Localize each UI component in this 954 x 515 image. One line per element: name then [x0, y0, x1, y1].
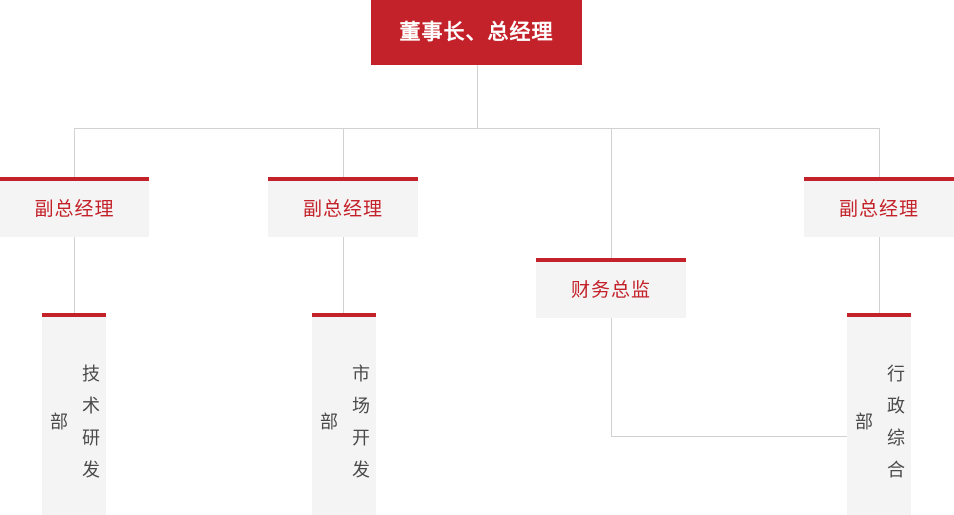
node-dept-3-text-wrap: 行政综合部 [847, 317, 911, 503]
node-dept-3[interactable]: 行政综合部 [847, 313, 911, 515]
node-dept-2-label: 市场开发部 [318, 364, 370, 492]
node-executive[interactable]: 董事长、总经理 [371, 0, 582, 65]
node-cfo-label: 财务总监 [570, 279, 651, 301]
node-deputy-1[interactable]: 副总经理 [0, 177, 149, 237]
node-dept-3-label: 行政综合部 [853, 364, 905, 492]
connector-drop-deputy-1 [74, 128, 75, 177]
connector-drop-cfo [611, 128, 612, 258]
node-dept-2[interactable]: 市场开发部 [312, 313, 376, 515]
node-dept-2-text-wrap: 市场开发部 [312, 317, 376, 503]
node-dept-1-label: 技术研发部 [48, 364, 100, 492]
node-deputy-2-label: 副总经理 [302, 198, 383, 220]
node-dept-1-text-wrap: 技术研发部 [42, 317, 106, 503]
connector-cfo-down [611, 318, 612, 436]
connector-drop-dept-1 [74, 237, 75, 314]
node-dept-1[interactable]: 技术研发部 [42, 313, 106, 515]
node-deputy-3-label: 副总经理 [838, 198, 919, 220]
node-executive-label: 董事长、总经理 [399, 21, 554, 44]
node-deputy-1-label: 副总经理 [34, 198, 115, 220]
connector-drop-dept-3 [879, 237, 880, 314]
connector-level2-bus [74, 128, 880, 129]
connector-cfo-to-admin [611, 436, 847, 437]
connector-drop-deputy-3 [879, 128, 880, 177]
node-cfo[interactable]: 财务总监 [536, 258, 686, 318]
connector-drop-dept-2 [343, 237, 344, 314]
connector-executive-stem [477, 65, 478, 128]
node-deputy-3[interactable]: 副总经理 [804, 177, 954, 237]
connector-drop-deputy-2 [343, 128, 344, 177]
node-deputy-2[interactable]: 副总经理 [268, 177, 418, 237]
